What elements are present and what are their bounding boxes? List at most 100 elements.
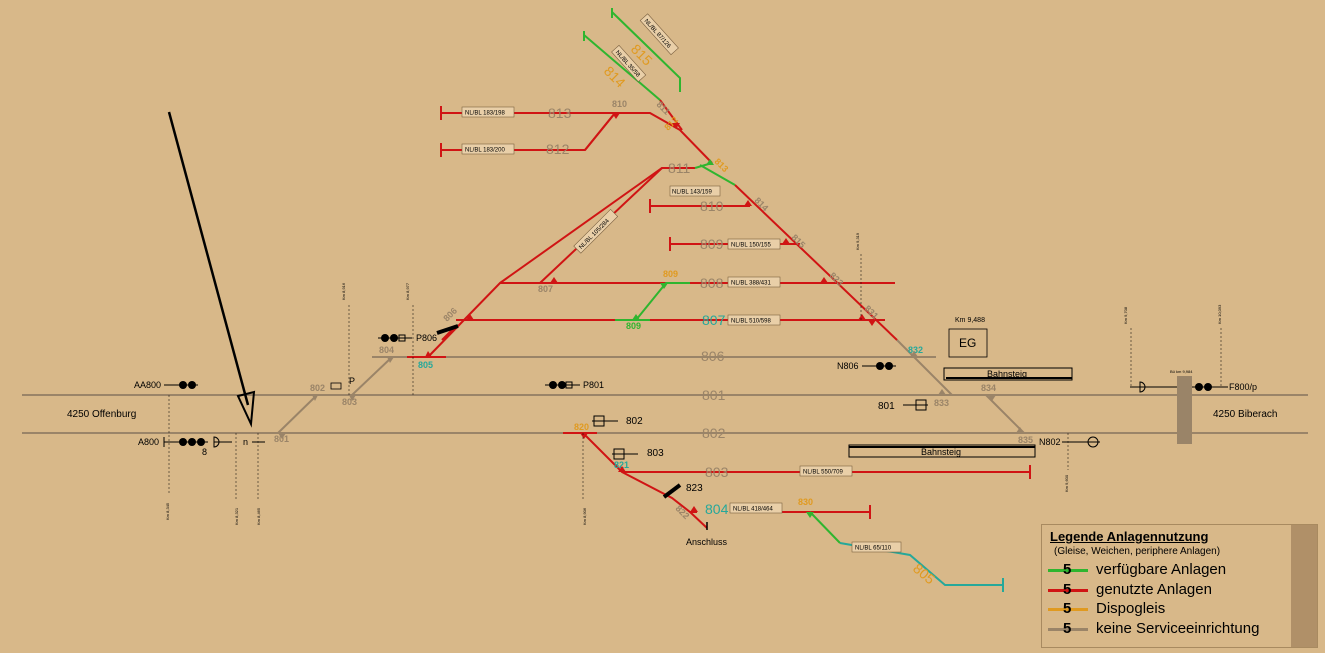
track-label-804: 804 (705, 501, 729, 517)
switch-label-833: 833 (934, 398, 949, 408)
signal-label-n: n (243, 437, 248, 447)
switch-label-803: 803 (342, 397, 357, 407)
track-label-801: 801 (702, 387, 726, 403)
signal-f800: F800/p (1130, 381, 1257, 393)
switch-label-809b: 809 (626, 321, 641, 331)
legend-num: 5 (1063, 620, 1072, 637)
switch-label-820: 820 (574, 422, 589, 432)
switch-832-connector (896, 339, 953, 396)
switch-label-805: 805 (418, 360, 433, 370)
signal-label-p: P (349, 376, 355, 386)
nl-807: NL/BL 510/598 (731, 319, 771, 325)
switch-label-832: 832 (908, 345, 923, 355)
signal-n806: N806 (837, 361, 896, 371)
switch-label-834: 834 (981, 383, 996, 393)
signal-a800: A800 8 n (138, 436, 265, 457)
arrow-pointer (167, 111, 256, 428)
legend-swatch-dispo (1048, 608, 1088, 611)
switch-834-connector (985, 394, 1025, 434)
signal-label-803: 803 (647, 448, 664, 459)
track-label-806: 806 (701, 348, 725, 364)
switch-label-823a: 823 (828, 270, 846, 288)
legend-label-used: genutzte Anlagen (1096, 581, 1212, 598)
direction-biberach: 4250 Biberach (1213, 409, 1278, 420)
switch-label-831: 831 (863, 303, 881, 321)
legend-label-available: verfügbare Anlagen (1096, 561, 1227, 578)
legend: Legende Anlagennutzung (Gleise, Weichen,… (1041, 524, 1318, 648)
switch-label-807: 807 (538, 284, 553, 294)
switch-label-804: 804 (379, 345, 394, 355)
signal-803: 803 (612, 448, 664, 460)
signal-802: 802 (592, 415, 643, 427)
legend-num: 5 (1063, 600, 1072, 617)
track-label-810: 810 (700, 198, 724, 214)
svg-text:Km 8,916: Km 8,916 (341, 282, 346, 300)
legend-subtitle: (Gleise, Weichen, periphere Anlagen) (1054, 546, 1221, 557)
signal-label-p801: P801 (583, 380, 604, 390)
legend-side-bar (1291, 525, 1317, 647)
track-label-809: 809 (700, 236, 724, 252)
nl-803: NL/BL 550/709 (803, 470, 843, 476)
switch-label-815: 815 (790, 232, 808, 250)
signal-label-8: 8 (202, 447, 207, 457)
nl-808: NL/BL 388/431 (731, 281, 771, 287)
signals: AA800 A800 8 n P P806 P801 (134, 324, 1257, 499)
nl-812: NL/BL 183/200 (465, 148, 505, 154)
track-label-813: 813 (548, 105, 572, 121)
switch-801-connector (277, 394, 318, 434)
legend-title: Legende Anlagennutzung (1050, 529, 1209, 544)
station-objects: Bahnsteig Bahnsteig EG Km 9,488 4250 Off… (67, 317, 1278, 547)
legend-label-none: keine Serviceeinrichtung (1096, 620, 1260, 637)
svg-text:Km 8,345: Km 8,345 (165, 502, 170, 520)
signal-p806: P806 (378, 333, 437, 343)
switch-label-830: 830 (798, 497, 813, 507)
used-tracks (407, 99, 1031, 529)
svg-text:Km 8,977: Km 8,977 (405, 282, 410, 300)
platform-1-label: Bahnsteig (987, 369, 1027, 379)
track-label-811: 811 (668, 160, 691, 176)
svg-text:Km 10,093: Km 10,093 (1217, 304, 1222, 324)
station-building-label: EG (959, 336, 976, 350)
switch-label-835: 835 (1018, 435, 1033, 445)
switch-label-801: 801 (274, 434, 289, 444)
signal-801: 801 (878, 399, 928, 412)
svg-text:Km 9,600: Km 9,600 (1064, 474, 1069, 492)
switch-markers (278, 113, 1024, 518)
track-label-803: 803 (705, 464, 729, 480)
signal-label-n802: N802 (1039, 437, 1061, 447)
signal-p801: P801 (545, 380, 604, 390)
signal-label-823: 823 (686, 483, 703, 494)
switch-804-connector (351, 356, 393, 396)
track-label-802: 802 (702, 425, 726, 441)
switch-label-822: 822 (674, 503, 692, 521)
platform-2-label: Bahnsteig (921, 447, 961, 457)
legend-swatch-none (1048, 628, 1088, 631)
svg-text:Km 9,319: Km 9,319 (855, 232, 860, 250)
track-label-805: 805 (910, 560, 938, 587)
legend-num: 5 (1063, 581, 1072, 598)
nl-804: NL/BL 418/464 (733, 507, 773, 513)
svg-text:Km 8,465: Km 8,465 (256, 507, 261, 525)
signal-n802: N802 (1039, 436, 1100, 448)
signal-p: P (330, 376, 355, 390)
direction-offenburg: 4250 Offenburg (67, 409, 136, 420)
switch-label-813: 813 (713, 156, 731, 174)
track-label-807: 807 (702, 312, 726, 328)
switch-label-814: 814 (753, 195, 771, 213)
svg-text:Km 9,708: Km 9,708 (1123, 306, 1128, 324)
nl-810: NL/BL 143/159 (672, 190, 712, 196)
station-building (948, 328, 988, 358)
platform-1 (943, 367, 1073, 381)
svg-text:Bü km 9,984: Bü km 9,984 (1170, 369, 1193, 374)
anschluss-label: Anschluss (686, 537, 728, 547)
km-labels: Km 8,345 Km 8,321 Km 8,465 Km 8,916 Km 8… (165, 232, 1222, 525)
track-label-814: 814 (601, 63, 629, 91)
signal-label-p806: P806 (416, 333, 437, 343)
nl-813: NL/BL 183/198 (465, 111, 505, 117)
svg-text:Km 8,321: Km 8,321 (234, 507, 239, 525)
station-km-label: Km 9,488 (955, 317, 985, 324)
level-crossing (1177, 376, 1192, 444)
signal-label-aa800: AA800 (134, 380, 161, 390)
main-tracks (22, 339, 1308, 434)
